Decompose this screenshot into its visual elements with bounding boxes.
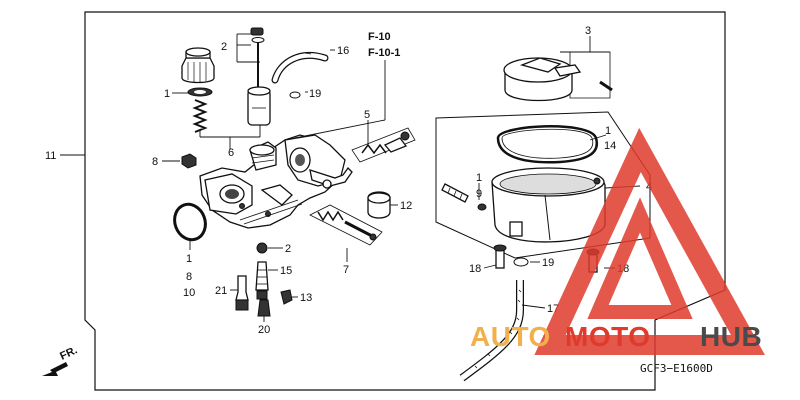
label-12: 12 — [400, 200, 412, 212]
label-2-bottom: 2 — [285, 243, 291, 255]
label-1-right: 1 — [605, 125, 611, 137]
label-1-left: 1 — [186, 253, 192, 265]
part5-frame — [351, 127, 416, 163]
label-18-left: 18 — [469, 263, 481, 275]
label-7: 7 — [343, 264, 349, 276]
label-14: 14 — [604, 140, 616, 152]
top-cap — [181, 57, 215, 84]
gasket-14 — [496, 125, 599, 164]
label-8-top: 8 — [152, 156, 158, 168]
screw-21 — [235, 275, 249, 301]
clip-19-bottom — [513, 257, 529, 267]
watermark-text: AUTO MOTO HUB — [470, 321, 762, 352]
part3-frame — [569, 51, 611, 99]
nut-8 — [181, 153, 197, 169]
label-6: 6 — [228, 147, 234, 159]
label-8-left: 8 — [186, 271, 192, 283]
label-11: 11 — [45, 150, 56, 162]
clip-2-top — [250, 27, 264, 36]
label-3: 3 — [585, 25, 591, 37]
label-16: 16 — [337, 45, 349, 57]
jet-20 — [257, 299, 271, 317]
label-21: 21 — [215, 285, 227, 297]
ref-f10: F-10 — [368, 31, 391, 43]
jet-13 — [280, 289, 293, 305]
spring — [192, 99, 208, 133]
diagram-code: GCF3−E1600D — [640, 362, 713, 375]
front-direction-label: FR. — [58, 344, 79, 362]
label-19-top: 19 — [309, 88, 321, 100]
label-1-top: 1 — [164, 88, 170, 100]
label-10: 10 — [183, 287, 195, 299]
svg-text:MOTO: MOTO — [565, 321, 650, 352]
leader-lines — [60, 33, 641, 322]
diagram-frame — [84, 11, 726, 391]
oring-8-10 — [173, 202, 207, 242]
ref-f10-1: F-10-1 — [368, 47, 400, 59]
svg-text:AUTO: AUTO — [470, 321, 551, 352]
svg-text:HUB: HUB — [700, 321, 762, 352]
label-15: 15 — [280, 265, 292, 277]
label-2-top: 2 — [221, 41, 227, 53]
label-19-bottom: 19 — [542, 257, 554, 269]
label-5: 5 — [364, 109, 370, 121]
label-9: 9 — [476, 188, 482, 200]
clip-19-top — [289, 91, 301, 99]
watermark-logo — [534, 127, 765, 355]
screw-2-bottom — [256, 242, 268, 254]
part7-frame — [309, 204, 383, 246]
label-20: 20 — [258, 324, 270, 336]
front-direction-arrow — [42, 362, 68, 376]
label-1-screw: 1 — [476, 172, 482, 184]
label-13: 13 — [300, 292, 312, 304]
